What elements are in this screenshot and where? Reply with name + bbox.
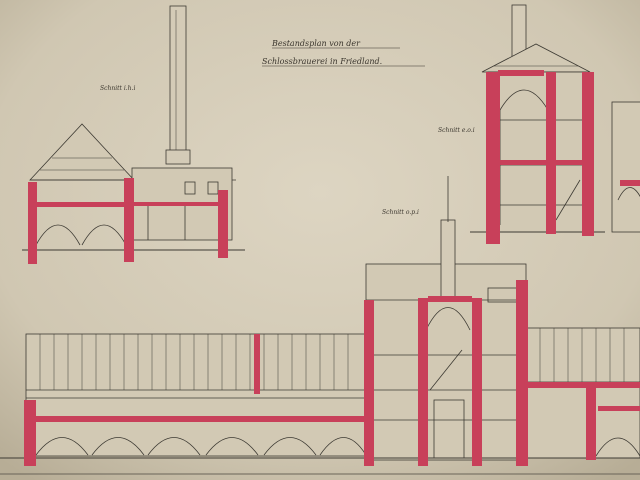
section-a-label: Schnitt i.h.i: [100, 85, 135, 92]
title-line-1: Bestandsplan von der: [271, 39, 361, 48]
section-c-walls: [24, 280, 640, 466]
section-c-drawing: Schnitt o.p.i: [0, 176, 640, 461]
roof-truss-lines: [39, 334, 349, 390]
drawing-title: Bestandsplan von der Schlossbrauerei in …: [262, 39, 425, 67]
section-c-label: Schnitt o.p.i: [382, 209, 419, 216]
section-a-walls: [28, 178, 228, 264]
section-b-label: Schnitt e.o.i: [438, 127, 475, 134]
section-b-walls: [486, 70, 640, 244]
title-line-2: Schlossbrauerei in Friedland.: [262, 57, 382, 66]
